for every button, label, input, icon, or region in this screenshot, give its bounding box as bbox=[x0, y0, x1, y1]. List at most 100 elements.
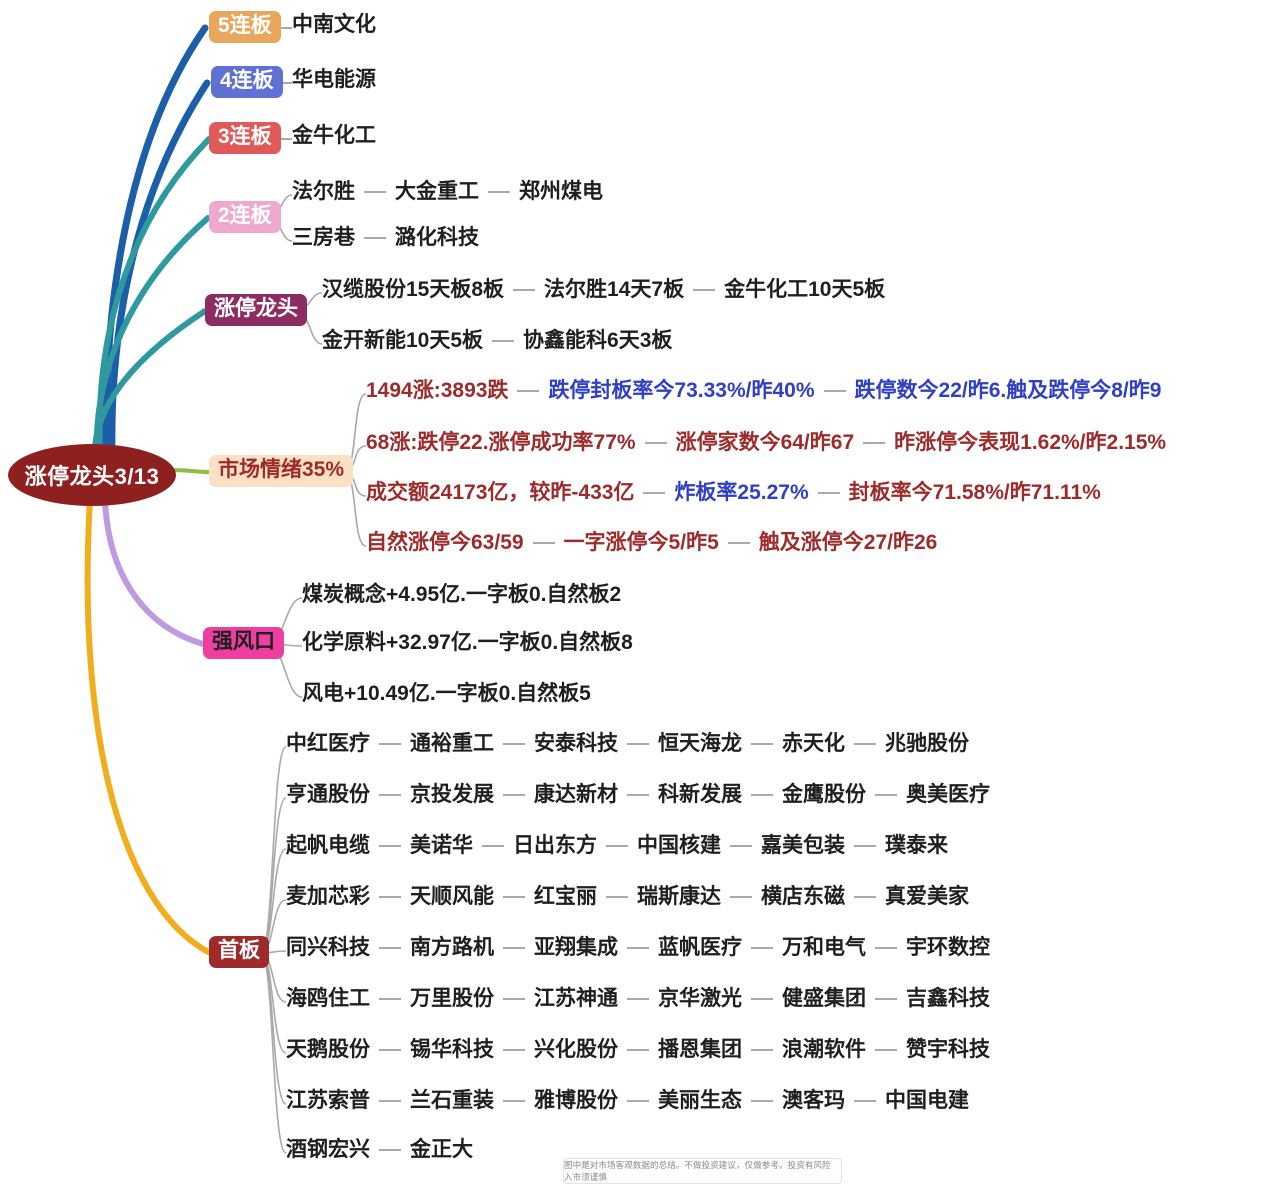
leaf-item[interactable]: 科新发展 bbox=[658, 783, 742, 806]
leaf-row-3lb[interactable]: 金牛化工 bbox=[292, 125, 376, 146]
leaf-item[interactable]: 金开新能10天5板 bbox=[322, 329, 484, 352]
leaf-item[interactable]: 江苏神通 bbox=[534, 987, 618, 1010]
leaf-item[interactable]: 亚翔集成 bbox=[534, 936, 618, 959]
leaf-item[interactable]: 美诺华 bbox=[410, 834, 473, 857]
leaf-item[interactable]: 雅博股份 bbox=[534, 1089, 618, 1112]
leaf-item[interactable]: 奥美医疗 bbox=[906, 783, 990, 806]
leaf-row-5lb[interactable]: 中南文化 bbox=[292, 14, 376, 35]
leaf-row-sb-5[interactable]: 同兴科技南方路机亚翔集成蓝帆医疗万和电气宇环数控 bbox=[286, 937, 990, 958]
leaf-row-ztlt-2[interactable]: 金开新能10天5板 协鑫能科6天3板 bbox=[322, 330, 672, 351]
leaf-item[interactable]: 瑞斯康达 bbox=[637, 885, 721, 908]
leaf-item[interactable]: 涨停家数今64/昨67 bbox=[675, 431, 855, 454]
leaf-item[interactable]: 嘉美包装 bbox=[761, 834, 845, 857]
leaf-row-scqx-4[interactable]: 自然涨停今63/59 一字涨停今5/昨5 触及涨停今27/昨26 bbox=[366, 532, 937, 553]
leaf-item[interactable]: 通裕重工 bbox=[410, 732, 494, 755]
leaf-item[interactable]: 赞宇科技 bbox=[906, 1038, 990, 1061]
leaf-item[interactable]: 宇环数控 bbox=[906, 936, 990, 959]
leaf-item[interactable]: 炸板率25.27% bbox=[674, 481, 809, 504]
leaf-item[interactable]: 美丽生态 bbox=[658, 1089, 742, 1112]
leaf-item[interactable]: 亨通股份 bbox=[286, 783, 370, 806]
leaf-row-ztlt-1[interactable]: 汉缆股份15天板8板 法尔胜14天7板 金牛化工10天5板 bbox=[322, 279, 885, 300]
leaf-item[interactable]: 大金重工 bbox=[395, 180, 479, 203]
leaf-row-4lb[interactable]: 华电能源 bbox=[292, 69, 376, 90]
leaf-item[interactable]: 触及涨停今27/昨26 bbox=[758, 531, 938, 554]
branch-node-sb[interactable]: 首板 bbox=[209, 936, 269, 969]
leaf-item[interactable]: 日出东方 bbox=[513, 834, 597, 857]
leaf-item[interactable]: 澳客玛 bbox=[782, 1089, 845, 1112]
leaf-row-sb-6[interactable]: 海鸥住工万里股份江苏神通京华激光健盛集团吉鑫科技 bbox=[286, 988, 990, 1009]
leaf-item[interactable]: 播恩集团 bbox=[658, 1038, 742, 1061]
leaf-row-2lb-2[interactable]: 三房巷潞化科技 bbox=[292, 227, 479, 248]
leaf-item[interactable]: 成交额24173亿，较昨-433亿 bbox=[366, 481, 635, 504]
leaf-item[interactable]: 海鸥住工 bbox=[286, 987, 370, 1010]
leaf-item[interactable]: 68涨:跌停22.涨停成功率77% bbox=[366, 431, 636, 454]
root-node[interactable]: 涨停龙头3/13 bbox=[8, 444, 176, 506]
leaf-item[interactable]: 起帆电缆 bbox=[286, 834, 370, 857]
leaf-item[interactable]: 中红医疗 bbox=[286, 732, 370, 755]
leaf-item[interactable]: 跌停数今22/昨6.触及跌停今8/昨9 bbox=[854, 379, 1162, 402]
leaf-item[interactable]: 江苏索普 bbox=[286, 1089, 370, 1112]
leaf-item[interactable]: 汉缆股份15天板8板 bbox=[322, 278, 505, 301]
leaf-row-sb-3[interactable]: 起帆电缆 美诺华 日出东方 中国核建 嘉美包装 璞泰来 bbox=[286, 835, 948, 856]
leaf-item[interactable]: 1494涨:3893跌 bbox=[366, 379, 509, 402]
leaf-item[interactable]: 法尔胜14天7板 bbox=[544, 278, 685, 301]
leaf-item[interactable]: 跌停封板率今73.33%/昨40% bbox=[548, 379, 815, 402]
leaf-row-sb-2[interactable]: 亨通股份 京投发展 康达新材 科新发展 金鹰股份 奥美医疗 bbox=[286, 784, 990, 805]
branch-node-2lb[interactable]: 2连板 bbox=[209, 201, 281, 234]
leaf-item[interactable]: 万和电气 bbox=[782, 936, 866, 959]
leaf-item[interactable]: 郑州煤电 bbox=[519, 180, 603, 203]
leaf-item[interactable]: 锡华科技 bbox=[410, 1038, 494, 1061]
leaf-item[interactable]: 万里股份 bbox=[410, 987, 494, 1010]
branch-node-4lb[interactable]: 4连板 bbox=[211, 66, 283, 99]
leaf-item[interactable]: 赤天化 bbox=[782, 732, 845, 755]
leaf-item[interactable]: 兆驰股份 bbox=[885, 732, 969, 755]
leaf-item[interactable]: 昨涨停今表现1.62%/昨2.15% bbox=[894, 431, 1167, 454]
leaf-row-2lb-1[interactable]: 法尔胜 大金重工 郑州煤电 bbox=[292, 181, 603, 202]
leaf-item[interactable]: 三房巷 bbox=[292, 226, 355, 249]
branch-node-qfk[interactable]: 强风口 bbox=[203, 627, 284, 660]
leaf-row-qfk-2[interactable]: 化学原料+32.97亿.一字板0.自然板8 bbox=[302, 632, 633, 653]
leaf-item[interactable]: 康达新材 bbox=[534, 783, 618, 806]
leaf-row-scqx-2[interactable]: 68涨:跌停22.涨停成功率77% 涨停家数今64/昨67 昨涨停今表现1.62%/… bbox=[366, 432, 1166, 453]
leaf-item[interactable]: 京华激光 bbox=[658, 987, 742, 1010]
leaf-item[interactable]: 同兴科技 bbox=[286, 936, 370, 959]
leaf-item[interactable]: 中国电建 bbox=[885, 1089, 969, 1112]
leaf-row-scqx-1[interactable]: 1494涨:3893跌 跌停封板率今73.33%/昨40% 跌停数今22/昨6.触及… bbox=[366, 380, 1161, 401]
leaf-item[interactable]: 化学原料+32.97亿.一字板0.自然板8 bbox=[302, 631, 633, 654]
leaf-row-sb-1[interactable]: 中红医疗 通裕重工 安泰科技 恒天海龙 赤天化 兆驰股份 bbox=[286, 733, 969, 754]
leaf-item[interactable]: 金正大 bbox=[410, 1138, 473, 1161]
leaf-item[interactable]: 红宝丽 bbox=[534, 885, 597, 908]
leaf-row-scqx-3[interactable]: 成交额24173亿，较昨-433亿炸板率25.27%封板率今71.58%/昨71… bbox=[366, 482, 1101, 503]
branch-node-ztlt[interactable]: 涨停龙头 bbox=[205, 294, 307, 327]
leaf-item[interactable]: 协鑫能科6天3板 bbox=[523, 329, 673, 352]
leaf-item[interactable]: 蓝帆医疗 bbox=[658, 936, 742, 959]
leaf-item[interactable]: 天顺风能 bbox=[410, 885, 494, 908]
leaf-item[interactable]: 华电能源 bbox=[292, 68, 376, 91]
leaf-item[interactable]: 璞泰来 bbox=[885, 834, 948, 857]
leaf-item[interactable]: 兴化股份 bbox=[534, 1038, 618, 1061]
branch-node-3lb[interactable]: 3连板 bbox=[209, 122, 281, 155]
leaf-item[interactable]: 自然涨停今63/59 bbox=[366, 531, 524, 554]
leaf-item[interactable]: 金鹰股份 bbox=[782, 783, 866, 806]
leaf-item[interactable]: 一字涨停今5/昨5 bbox=[563, 531, 719, 554]
leaf-item[interactable]: 金牛化工10天5板 bbox=[724, 278, 886, 301]
leaf-item[interactable]: 麦加芯彩 bbox=[286, 885, 370, 908]
leaf-row-sb-4[interactable]: 麦加芯彩天顺风能红宝丽瑞斯康达横店东磁真爱美家 bbox=[286, 886, 969, 907]
leaf-item[interactable]: 煤炭概念+4.95亿.一字板0.自然板2 bbox=[302, 583, 622, 606]
leaf-item[interactable]: 法尔胜 bbox=[292, 180, 355, 203]
leaf-item[interactable]: 横店东磁 bbox=[761, 885, 845, 908]
branch-node-scqx[interactable]: 市场情绪35% bbox=[209, 455, 354, 488]
leaf-item[interactable]: 浪潮软件 bbox=[782, 1038, 866, 1061]
leaf-item[interactable]: 酒钢宏兴 bbox=[286, 1138, 370, 1161]
leaf-item[interactable]: 中南文化 bbox=[292, 13, 376, 36]
leaf-item[interactable]: 金牛化工 bbox=[292, 124, 376, 147]
leaf-item[interactable]: 京投发展 bbox=[410, 783, 494, 806]
branch-node-5lb[interactable]: 5连板 bbox=[209, 11, 281, 44]
leaf-item[interactable]: 天鹅股份 bbox=[286, 1038, 370, 1061]
leaf-item[interactable]: 中国核建 bbox=[637, 834, 721, 857]
leaf-item[interactable]: 恒天海龙 bbox=[658, 732, 742, 755]
leaf-item[interactable]: 安泰科技 bbox=[534, 732, 618, 755]
leaf-item[interactable]: 吉鑫科技 bbox=[906, 987, 990, 1010]
leaf-item[interactable]: 风电+10.49亿.一字板0.自然板5 bbox=[302, 682, 591, 705]
leaf-row-sb-8[interactable]: 江苏索普兰石重装雅博股份美丽生态澳客玛中国电建 bbox=[286, 1090, 969, 1111]
